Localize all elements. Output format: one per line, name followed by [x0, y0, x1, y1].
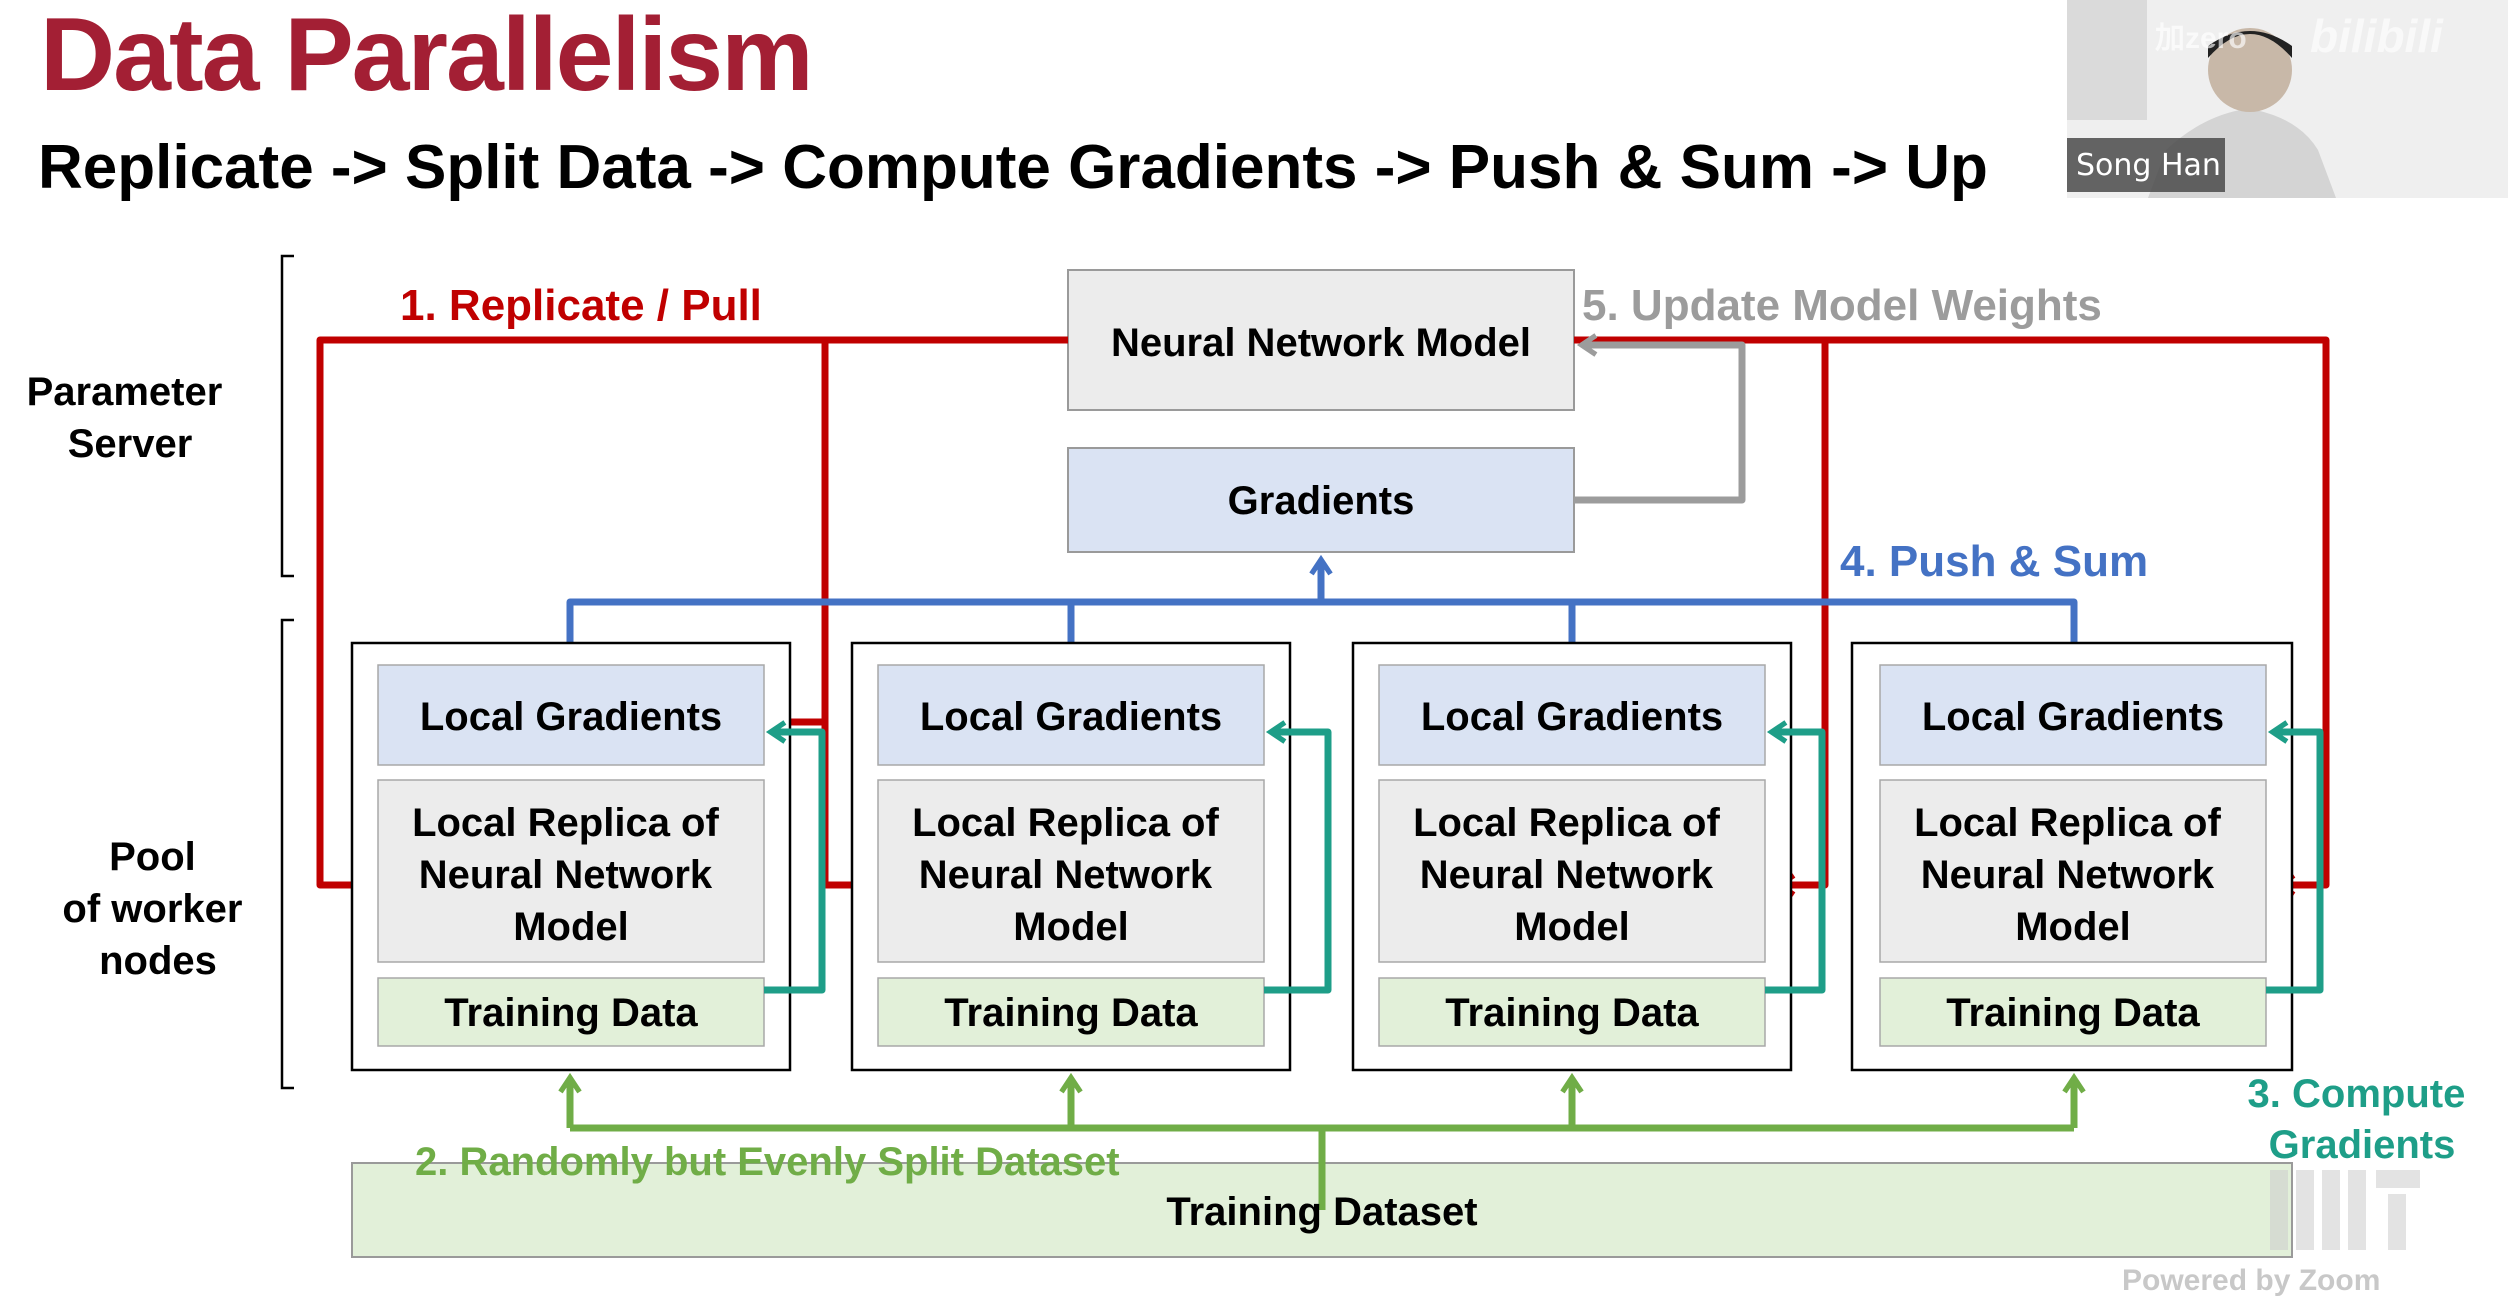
- local-replica-box: [1378, 779, 1766, 963]
- training-data-label: Training Data: [1946, 991, 2200, 1035]
- gradients-box: [1067, 447, 1575, 553]
- worker-pool-label-line-2: of worker: [62, 887, 242, 931]
- step-compute-label: 3. Compute Gradients: [2248, 1072, 2477, 1167]
- replica-line: Model: [1013, 905, 1129, 949]
- replica-line: Neural Network: [919, 853, 1213, 897]
- push-bus: [566, 598, 2078, 643]
- local-replica-box: [1879, 779, 2267, 963]
- local-replica-label: Local Replica of Neural Network Model: [1413, 801, 1731, 949]
- replica-line: Model: [2015, 905, 2131, 949]
- training-dataset-label: Training Dataset: [1166, 1190, 1477, 1234]
- training-data-box: [1378, 977, 1766, 1047]
- training-data-label: Training Data: [1445, 991, 1699, 1035]
- parameter-server-label: Parameter Server: [27, 370, 234, 466]
- mit-logo-bar: [2388, 1194, 2406, 1250]
- push-arrows: [566, 554, 2078, 643]
- compute-arrow-worker-1: [764, 720, 826, 994]
- mit-logo-bar: [2376, 1170, 2420, 1188]
- replica-line: Local Replica of: [412, 801, 719, 845]
- worker-node-1: Local Gradients Local Replica of Neural …: [350, 641, 792, 1072]
- slide-title: Data Parallelism: [40, 0, 812, 113]
- local-gradients-box: [377, 664, 765, 766]
- parameter-server-label-line-1: Parameter: [27, 370, 223, 414]
- worker-pool-label: Pool of worker nodes: [62, 835, 253, 983]
- worker-pool-label-line-3: nodes: [99, 939, 217, 983]
- update-arrow: [1574, 333, 1746, 504]
- mit-logo: MIT: [2270, 1170, 2420, 1250]
- mit-logo-bar: [2296, 1170, 2314, 1250]
- slide-subtitle: Replicate -> Split Data -> Compute Gradi…: [38, 133, 1988, 202]
- local-replica-label: Local Replica of Neural Network Model: [412, 801, 730, 949]
- channel-watermark: 加zero: [2155, 22, 2247, 55]
- replicate-link-worker-1: [790, 340, 829, 726]
- mit-logo-bar: [2270, 1170, 2288, 1250]
- bilibili-watermark: bilibili: [2310, 10, 2444, 62]
- replicate-arrow-worker-1: [316, 336, 1068, 897]
- worker-node-4: Local Gradients Local Replica of Neural …: [1850, 641, 2294, 1072]
- replica-line: Neural Network: [419, 853, 713, 897]
- local-gradients-box: [1378, 664, 1766, 766]
- compute-arrow-worker-4: [2266, 720, 2324, 994]
- worker-node-2: Local Gradients Local Replica of Neural …: [850, 641, 1292, 1072]
- local-gradients-label: Local Gradients: [420, 695, 722, 739]
- training-data-box: [877, 977, 1265, 1047]
- speaker-name: Song Han: [2076, 148, 2221, 183]
- update-weights-arrow: [1574, 333, 1746, 504]
- parameter-server-bracket: [280, 254, 294, 578]
- local-replica-box: [377, 779, 765, 963]
- replicate-arrow-worker-4: [1574, 336, 2330, 897]
- local-gradients-label: Local Gradients: [920, 695, 1222, 739]
- step-push-label: 4. Push & Sum: [1840, 537, 2148, 586]
- speaker-name-tag: [2067, 138, 2225, 192]
- local-replica-box: [877, 779, 1265, 963]
- replica-line: Neural Network: [1921, 853, 2215, 897]
- worker-pool-label-line-1: Pool: [109, 835, 196, 879]
- local-gradients-label: Local Gradients: [1421, 695, 1723, 739]
- replica-line: Model: [513, 905, 629, 949]
- webcam-overlay: 加zero bilibili Song Han: [2067, 0, 2508, 198]
- local-gradients-label: Local Gradients: [1922, 695, 2224, 739]
- step-replicate-label: 1. Replicate / Pull: [400, 281, 762, 330]
- compute-arrow-worker-2: [1264, 720, 1332, 994]
- local-replica-label: Local Replica of Neural Network Model: [912, 801, 1230, 949]
- gradients-label: Gradients: [1228, 479, 1415, 523]
- replica-line: Neural Network: [1420, 853, 1714, 897]
- worker-pool-bracket: [280, 618, 294, 1090]
- training-data-box: [1879, 977, 2267, 1047]
- training-data-label: Training Data: [444, 991, 698, 1035]
- training-data-box: [377, 977, 765, 1047]
- compute-arrow-worker-3: [1765, 720, 1826, 994]
- compute-arrows: [764, 720, 2324, 994]
- powered-by-zoom: Powered by Zoom: [2122, 1264, 2380, 1297]
- local-gradients-box: [1879, 664, 2267, 766]
- speaker-hair: [2208, 31, 2292, 58]
- mit-logo-bar: [2348, 1170, 2366, 1250]
- step-compute-label-line-2: Gradients: [2269, 1123, 2456, 1167]
- training-data-label: Training Data: [944, 991, 1198, 1035]
- step-compute-label-line-1: 3. Compute: [2248, 1072, 2466, 1116]
- mit-logo-bar: [2322, 1170, 2340, 1250]
- local-gradients-box: [877, 664, 1265, 766]
- parameter-server-label-line-2: Server: [68, 422, 193, 466]
- step-split-label: 2. Randomly but Evenly Split Dataset: [415, 1140, 1120, 1184]
- replica-line: Local Replica of: [1914, 801, 2221, 845]
- replica-line: Model: [1514, 905, 1630, 949]
- webcam-background-board: [2067, 0, 2147, 120]
- neural-network-model-box: [1067, 269, 1575, 411]
- local-replica-label: Local Replica of Neural Network Model: [1914, 801, 2232, 949]
- split-arrows: [558, 1072, 2086, 1132]
- worker-node-3: Local Gradients Local Replica of Neural …: [1351, 641, 1793, 1072]
- replica-line: Local Replica of: [1413, 801, 1720, 845]
- speaker-head: [2208, 28, 2292, 112]
- replica-line: Local Replica of: [912, 801, 1219, 845]
- step-update-label: 5. Update Model Weights: [1582, 281, 2102, 330]
- neural-network-model-label: Neural Network Model: [1111, 321, 1531, 365]
